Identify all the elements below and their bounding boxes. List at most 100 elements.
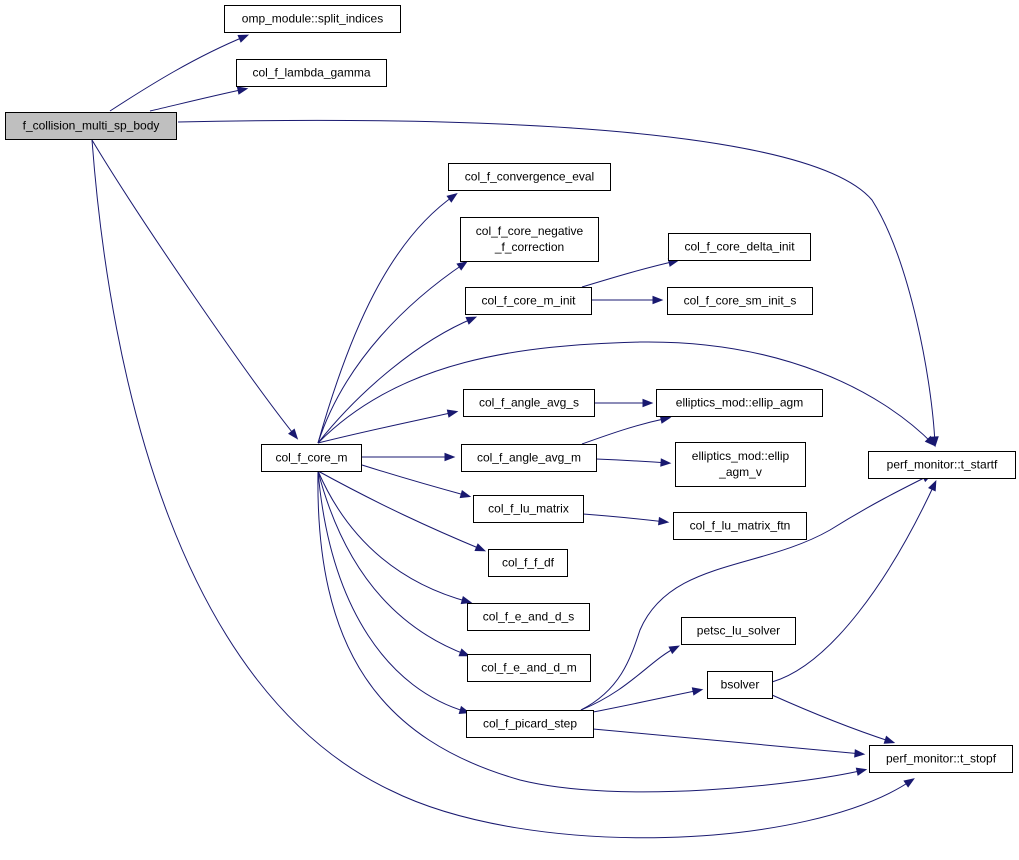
node-box xyxy=(667,287,813,315)
node-label: petsc_lu_solver xyxy=(697,624,780,638)
node-label: col_f_core_negative xyxy=(476,224,584,238)
arrowhead xyxy=(924,435,936,447)
node-label: _agm_v xyxy=(718,465,762,479)
edge-angs-to-agm xyxy=(594,398,654,408)
edge-line xyxy=(317,470,468,656)
edge-line xyxy=(91,139,297,438)
node-box xyxy=(473,495,584,523)
arrowhead xyxy=(456,261,468,271)
edge-line xyxy=(317,341,934,445)
edge-minit-to-delta xyxy=(581,258,680,288)
node-box xyxy=(673,512,807,540)
node-box xyxy=(681,617,796,645)
edge-line xyxy=(580,646,678,711)
function-node-lu[interactable]: col_f_lu_matrix xyxy=(473,495,584,523)
function-node-petsc[interactable]: petsc_lu_solver xyxy=(681,617,796,645)
function-node-lambda[interactable]: col_f_lambda_gamma xyxy=(236,59,387,87)
arrowhead xyxy=(236,86,249,95)
edge-picard-to-stopf xyxy=(592,728,866,758)
function-node-ffdf[interactable]: col_f_f_df xyxy=(488,549,568,577)
node-box xyxy=(869,745,1013,773)
node-box xyxy=(5,112,177,140)
node-label: col_f_angle_avg_s xyxy=(479,396,579,410)
function-node-minit[interactable]: col_f_core_m_init xyxy=(465,287,592,315)
edge-corem-to-lu xyxy=(361,464,472,499)
function-node-neg[interactable]: col_f_core_negative _f_correction xyxy=(460,217,599,262)
function-node-luftn[interactable]: col_f_lu_matrix_ftn xyxy=(673,512,807,540)
edge-line xyxy=(317,470,470,603)
edge-line xyxy=(317,470,484,551)
arrowhead xyxy=(446,192,458,203)
function-node-corem[interactable]: col_f_core_m xyxy=(261,444,362,472)
edge-line xyxy=(317,317,475,444)
function-node-delta[interactable]: col_f_core_delta_init xyxy=(668,233,811,261)
node-label: perf_monitor::t_stopf xyxy=(886,752,997,766)
arrowhead xyxy=(660,458,672,467)
function-node-eds[interactable]: col_f_e_and_d_s xyxy=(467,603,590,631)
node-label: elliptics_mod::ellip_agm xyxy=(676,396,803,410)
arrowhead xyxy=(658,516,670,526)
function-node-angm[interactable]: col_f_angle_avg_m xyxy=(461,444,597,472)
node-box xyxy=(675,442,806,487)
node-box xyxy=(236,59,387,87)
edge-line xyxy=(580,474,931,711)
node-label: col_f_f_df xyxy=(502,556,555,570)
edge-corem-to-eds xyxy=(317,470,473,605)
node-box xyxy=(461,444,597,472)
function-node-bsolver[interactable]: bsolver xyxy=(707,671,773,699)
node-label: col_f_core_delta_init xyxy=(684,240,795,254)
edge-corem-to-picard xyxy=(317,470,471,714)
arrowhead xyxy=(883,735,896,744)
function-node-startf[interactable]: perf_monitor::t_startf xyxy=(868,451,1016,479)
edge-angm-to-agm xyxy=(581,415,672,445)
node-label: _f_correction xyxy=(494,240,564,254)
function-node-sminit[interactable]: col_f_core_sm_init_s xyxy=(667,287,813,315)
function-node-edm[interactable]: col_f_e_and_d_m xyxy=(467,654,591,682)
edge-line xyxy=(595,458,669,464)
node-box xyxy=(868,451,1016,479)
edge-line xyxy=(177,119,936,445)
function-node-agmv[interactable]: elliptics_mod::ellip_agm_v xyxy=(675,442,806,487)
arrowhead xyxy=(642,398,654,408)
function-node-agm[interactable]: elliptics_mod::ellip_agm xyxy=(656,389,823,417)
function-node-split[interactable]: omp_module::split_indices xyxy=(224,5,401,33)
edge-line xyxy=(592,728,863,755)
arrowhead xyxy=(465,316,478,325)
arrowhead xyxy=(854,749,866,758)
edge-corem-to-minit xyxy=(317,316,478,444)
edge-line xyxy=(317,194,456,444)
node-box xyxy=(224,5,401,33)
function-node-picard[interactable]: col_f_picard_step xyxy=(466,710,594,738)
function-node-stopf[interactable]: perf_monitor::t_stopf xyxy=(869,745,1013,773)
node-label: col_f_convergence_eval xyxy=(465,170,594,184)
node-box xyxy=(467,654,591,682)
arrowhead xyxy=(458,648,471,657)
edge-corem-to-startf xyxy=(317,341,936,447)
function-node-angs[interactable]: col_f_angle_avg_s xyxy=(463,389,595,417)
node-label: col_f_core_m xyxy=(275,451,347,465)
arrowhead xyxy=(237,34,250,43)
edge-corem-to-edm xyxy=(317,470,471,657)
edge-corem-to-ffdf xyxy=(317,470,487,552)
function-node-root[interactable]: f_collision_multi_sp_body xyxy=(5,112,177,140)
node-box xyxy=(448,163,611,191)
node-box xyxy=(668,233,811,261)
function-nodes: f_collision_multi_sp_body omp_module::spl… xyxy=(5,5,1016,773)
edge-line xyxy=(317,411,456,444)
arrowhead xyxy=(855,767,868,776)
function-node-conv[interactable]: col_f_convergence_eval xyxy=(448,163,611,191)
node-label: col_f_lu_matrix xyxy=(488,502,569,516)
edge-corem-to-angs xyxy=(317,409,459,444)
node-label: col_f_lu_matrix_ftn xyxy=(690,519,791,533)
arrowhead xyxy=(659,415,672,424)
node-box xyxy=(707,671,773,699)
edge-line xyxy=(771,482,936,683)
node-label: elliptics_mod::ellip xyxy=(692,449,790,463)
edge-line xyxy=(592,689,701,713)
edge-line xyxy=(581,417,669,445)
arrowhead xyxy=(459,489,472,499)
edge-line xyxy=(361,464,469,497)
node-label: col_f_core_m_init xyxy=(481,294,576,308)
edge-minit-to-sminit xyxy=(590,295,664,305)
edge-root-to-split xyxy=(109,34,250,112)
